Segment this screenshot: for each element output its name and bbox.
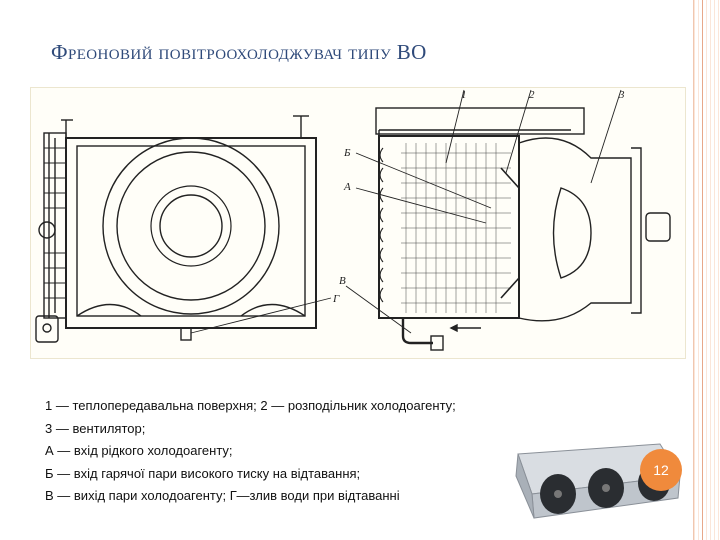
callout-a: А bbox=[343, 181, 351, 193]
callout-b: Б bbox=[343, 147, 351, 159]
technical-drawing: 1 2 3 Б А В Г bbox=[30, 87, 686, 359]
legend-line-1: 1 — теплопередавальна поверхня; 2 — розп… bbox=[45, 398, 456, 413]
callout-v: В bbox=[339, 275, 346, 287]
front-view bbox=[35, 115, 332, 343]
legend: 1 — теплопередавальна поверхня; 2 — розп… bbox=[45, 395, 515, 508]
slide-border-decoration bbox=[693, 0, 720, 540]
callout-1: 1 bbox=[461, 89, 467, 101]
callout-3: 3 bbox=[618, 89, 625, 101]
legend-line-2: 3 — вентилятор; bbox=[45, 420, 146, 436]
cooler-schematic: 1 2 3 Б А В Г bbox=[35, 89, 671, 351]
legend-line-4: Б — вхід гарячої пари високого тиску на … bbox=[45, 465, 361, 481]
slide-title: Фреоновий повітроохолоджувач типу ВО bbox=[51, 40, 427, 64]
callout-2: 2 bbox=[529, 89, 535, 101]
side-view bbox=[345, 89, 671, 351]
legend-line-5: В — вихід пари холодоагенту; Г—злив води… bbox=[45, 488, 400, 503]
callout-g: Г bbox=[332, 293, 340, 305]
page-number-badge: 12 bbox=[640, 449, 682, 491]
legend-line-3: А — вхід рідкого холодоагенту; bbox=[45, 443, 233, 458]
air-cooler-photo-icon bbox=[510, 436, 690, 531]
